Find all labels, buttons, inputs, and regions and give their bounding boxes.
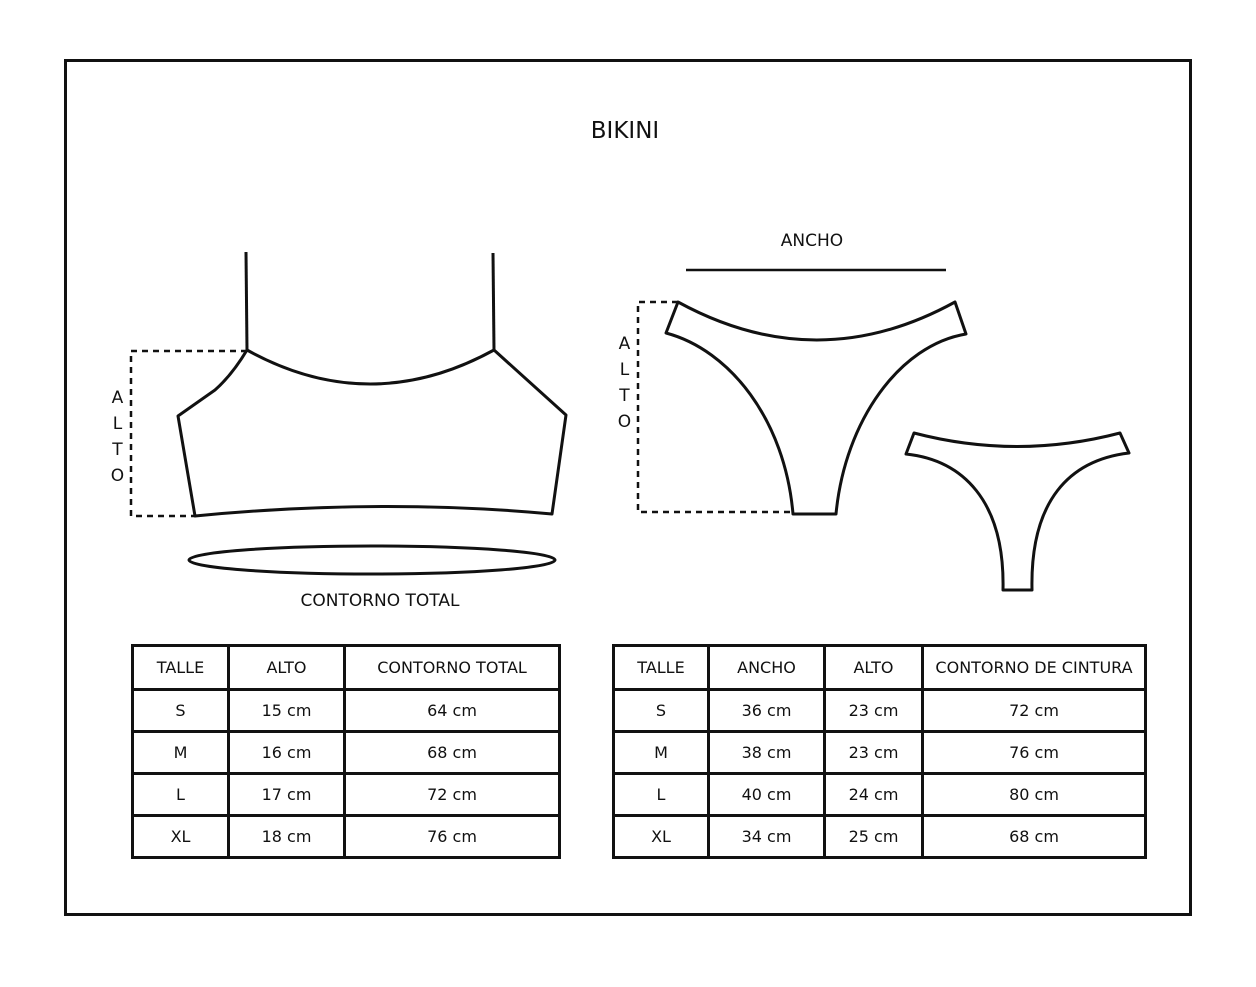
cell: 68 cm <box>921 814 1147 859</box>
header-cell: CONTORNO DE CINTURA <box>921 644 1147 691</box>
cell: 23 cm <box>823 730 924 775</box>
table-header-row: TALLE ALTO CONTORNO TOTAL <box>131 644 561 691</box>
cell: 36 cm <box>707 688 826 733</box>
width-label: ANCHO <box>780 231 844 251</box>
cell: 25 cm <box>823 814 924 859</box>
cell: 17 cm <box>227 772 346 817</box>
label-text: ALTO <box>614 334 635 438</box>
circumference-ellipse <box>187 544 557 576</box>
size-cell: XL <box>131 814 230 859</box>
size-cell: M <box>131 730 230 775</box>
cell: 68 cm <box>343 730 561 775</box>
bottom-back <box>904 431 1131 592</box>
right-strap <box>491 252 496 351</box>
size-cell: S <box>612 688 710 733</box>
bottom-height-label: ALTO <box>611 334 635 447</box>
cell: 34 cm <box>707 814 826 859</box>
top-height-dimension <box>129 349 247 518</box>
bottom-height-dimension <box>636 300 793 514</box>
chart-frame <box>64 59 1192 916</box>
top-height-label: ALTO <box>104 388 128 501</box>
cell: 64 cm <box>343 688 561 733</box>
circumference-label: CONTORNO TOTAL <box>300 591 460 611</box>
bikini-top-drawing <box>176 251 568 576</box>
cell: 40 cm <box>707 772 826 817</box>
table-header-row: TALLE ANCHO ALTO CONTORNO DE CINTURA <box>612 644 1147 691</box>
header-cell: ALTO <box>823 644 924 691</box>
cell: 72 cm <box>921 688 1147 733</box>
cell: 24 cm <box>823 772 924 817</box>
size-cell: S <box>131 688 230 733</box>
header-cell: TALLE <box>131 644 230 691</box>
label-text: ALTO <box>107 388 128 492</box>
bikini-bottom-drawing <box>664 268 1131 592</box>
header-cell: ALTO <box>227 644 346 691</box>
cell: 18 cm <box>227 814 346 859</box>
header-cell: ANCHO <box>707 644 826 691</box>
size-cell: M <box>612 730 710 775</box>
cell: 72 cm <box>343 772 561 817</box>
cell: 23 cm <box>823 688 924 733</box>
cell: 80 cm <box>921 772 1147 817</box>
size-cell: L <box>612 772 710 817</box>
page-title: BIKINI <box>590 118 660 144</box>
cell: 76 cm <box>921 730 1147 775</box>
size-cell: XL <box>612 814 710 859</box>
cell: 38 cm <box>707 730 826 775</box>
header-cell: CONTORNO TOTAL <box>343 644 561 691</box>
cell: 16 cm <box>227 730 346 775</box>
cell: 15 cm <box>227 688 346 733</box>
header-cell: TALLE <box>612 644 710 691</box>
size-cell: L <box>131 772 230 817</box>
left-strap <box>244 251 249 351</box>
bottom-front <box>664 300 968 516</box>
top-body <box>176 348 568 518</box>
cell: 76 cm <box>343 814 561 859</box>
